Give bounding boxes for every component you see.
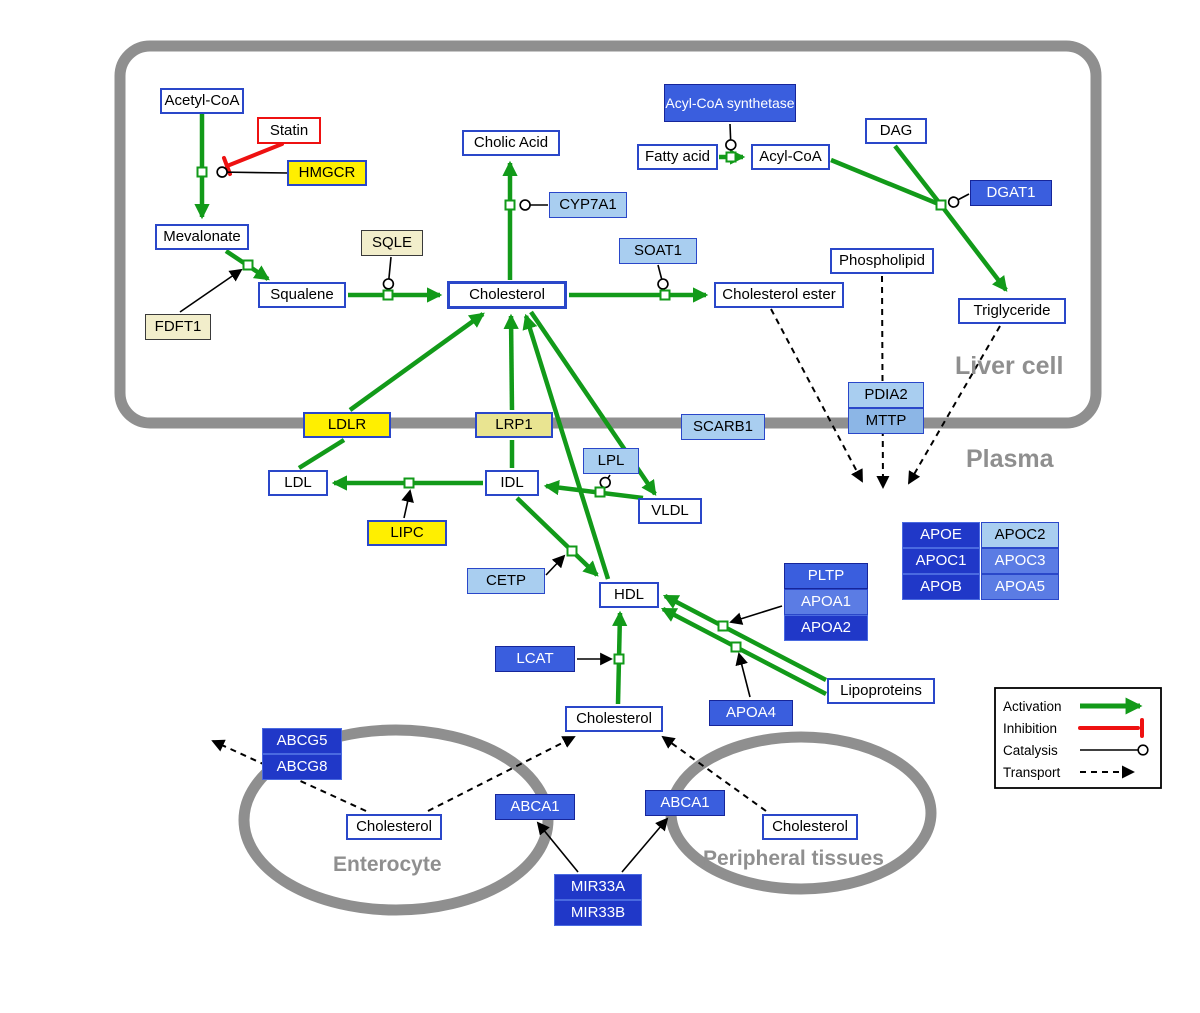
- node-apoa5[interactable]: APOA5: [981, 574, 1059, 600]
- node-ldl[interactable]: LDL: [268, 470, 328, 496]
- node-hmgcr[interactable]: HMGCR: [287, 160, 367, 186]
- node-lrp1[interactable]: LRP1: [475, 412, 553, 438]
- node-vldl[interactable]: VLDL: [638, 498, 702, 524]
- node-dgat1[interactable]: DGAT1: [970, 180, 1052, 206]
- node-acyl-coa[interactable]: Acyl-CoA: [751, 144, 830, 170]
- node-cholesterol-liver[interactable]: Cholesterol: [447, 281, 567, 309]
- node-abca1-peripheral[interactable]: ABCA1: [645, 790, 725, 816]
- node-apoc3[interactable]: APOC3: [981, 548, 1059, 574]
- node-pltp[interactable]: PLTP: [784, 563, 868, 589]
- enterocyte-label: Enterocyte: [333, 853, 442, 876]
- catalysis-edges: [179, 123, 970, 873]
- node-scarb1[interactable]: SCARB1: [681, 414, 765, 440]
- node-soat1[interactable]: SOAT1: [619, 238, 697, 264]
- node-acyl-coa-synthetase[interactable]: Acyl-CoA synthetase: [664, 84, 796, 122]
- node-apoc2[interactable]: APOC2: [981, 522, 1059, 548]
- legend-box: [994, 687, 1162, 789]
- legend-catalysis-label: Catalysis: [1003, 743, 1058, 758]
- node-phospholipid[interactable]: Phospholipid: [830, 248, 934, 274]
- peripheral-tissues-label: Peripheral tissues: [703, 847, 884, 870]
- inhibition-edge: [222, 142, 284, 176]
- plasma-label: Plasma: [966, 445, 1054, 473]
- node-apoa1[interactable]: APOA1: [784, 589, 868, 615]
- node-abca1-enterocyte[interactable]: ABCA1: [495, 794, 575, 820]
- legend-activation-label: Activation: [1003, 699, 1062, 714]
- activation-edges: [194, 114, 1008, 705]
- legend-inhibition-symbol: [1078, 718, 1144, 738]
- node-dag[interactable]: DAG: [865, 118, 927, 144]
- liver-cell-label: Liver cell: [955, 352, 1064, 380]
- node-mir33a[interactable]: MIR33A: [554, 874, 642, 900]
- legend-catalysis-symbol: [1080, 744, 1149, 756]
- node-fdft1[interactable]: FDFT1: [145, 314, 211, 340]
- node-cholesterol-peripheral[interactable]: Cholesterol: [762, 814, 858, 840]
- node-apoa4[interactable]: APOA4: [709, 700, 793, 726]
- node-mir33b[interactable]: MIR33B: [554, 900, 642, 926]
- node-mttp[interactable]: MTTP: [848, 408, 924, 434]
- node-fatty-acid[interactable]: Fatty acid: [637, 144, 718, 170]
- node-squalene[interactable]: Squalene: [258, 282, 346, 308]
- enterocyte-membrane: [238, 724, 554, 916]
- transport-edges: [211, 275, 1001, 812]
- node-abcg5[interactable]: ABCG5: [262, 728, 342, 754]
- legend-inhibition-label: Inhibition: [1003, 721, 1058, 736]
- node-sqle[interactable]: SQLE: [361, 230, 423, 256]
- node-cholesterol-enterocyte[interactable]: Cholesterol: [346, 814, 442, 840]
- node-cholesterol-ester[interactable]: Cholesterol ester: [714, 282, 844, 308]
- node-apoc1[interactable]: APOC1: [902, 548, 980, 574]
- node-lcat[interactable]: LCAT: [495, 646, 575, 672]
- node-apoa2[interactable]: APOA2: [784, 615, 868, 641]
- node-lipc[interactable]: LIPC: [367, 520, 447, 546]
- reaction-nodes: [196, 151, 947, 665]
- node-cyp7a1[interactable]: CYP7A1: [549, 192, 627, 218]
- node-apoe[interactable]: APOE: [902, 522, 980, 548]
- liver-cell-membrane: [114, 40, 1102, 429]
- node-statin[interactable]: Statin: [257, 117, 321, 144]
- node-hdl[interactable]: HDL: [599, 582, 659, 608]
- node-lipoproteins[interactable]: Lipoproteins: [827, 678, 935, 704]
- node-cholesterol-plasma[interactable]: Cholesterol: [565, 706, 663, 732]
- node-acetyl-coa[interactable]: Acetyl-CoA: [160, 88, 244, 114]
- node-idl[interactable]: IDL: [485, 470, 539, 496]
- legend-transport-label: Transport: [1003, 765, 1061, 780]
- node-cholic-acid[interactable]: Cholic Acid: [462, 130, 560, 156]
- node-abcg8[interactable]: ABCG8: [262, 754, 342, 780]
- node-triglyceride[interactable]: Triglyceride: [958, 298, 1066, 324]
- node-lpl[interactable]: LPL: [583, 448, 639, 474]
- node-mevalonate[interactable]: Mevalonate: [155, 224, 249, 250]
- node-ldlr[interactable]: LDLR: [303, 412, 391, 438]
- node-apob[interactable]: APOB: [902, 574, 980, 600]
- node-pdia2[interactable]: PDIA2: [848, 382, 924, 408]
- node-cetp[interactable]: CETP: [467, 568, 545, 594]
